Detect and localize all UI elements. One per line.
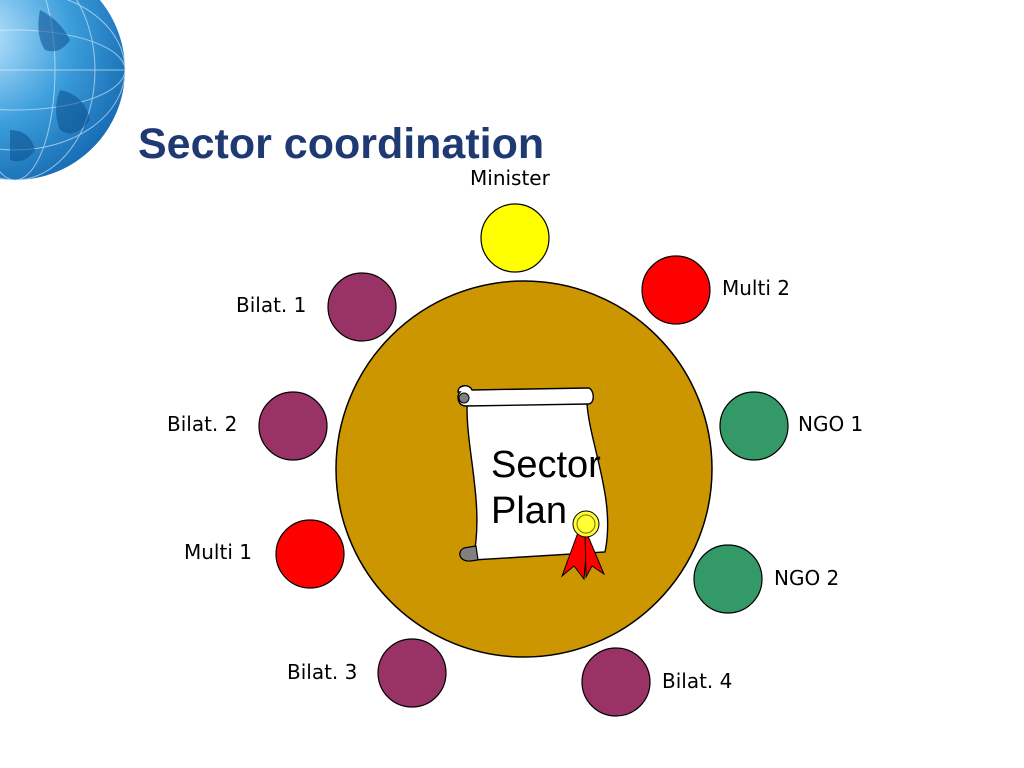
seat-ngo-1[interactable]	[719, 391, 789, 461]
sector-plan-line1: Sector	[491, 444, 601, 486]
label-multi-1: Multi 1	[184, 540, 252, 564]
seat-multi-1[interactable]	[275, 519, 345, 589]
sector-plan-line2: Plan	[491, 490, 567, 532]
slide-title: Sector coordination	[138, 120, 545, 168]
label-bilat-4: Bilat. 4	[662, 669, 732, 693]
seat-bilat-2[interactable]	[258, 391, 328, 461]
label-minister: Minister	[470, 166, 551, 190]
scroll-icon	[457, 385, 609, 562]
award-ribbon-icon	[560, 510, 606, 581]
seat-bilat-1[interactable]	[327, 272, 397, 342]
label-bilat-2: Bilat. 2	[167, 412, 237, 436]
label-multi-2: Multi 2	[722, 276, 790, 300]
seat-bilat-4[interactable]	[581, 647, 651, 717]
label-ngo-2: NGO 2	[774, 566, 839, 590]
seat-bilat-3[interactable]	[377, 638, 447, 708]
label-ngo-1: NGO 1	[798, 412, 863, 436]
label-bilat-3: Bilat. 3	[287, 660, 357, 684]
seat-minister[interactable]	[480, 203, 550, 273]
globe-icon	[0, 0, 126, 181]
seat-multi-2[interactable]	[641, 255, 711, 325]
seat-ngo-2[interactable]	[693, 544, 763, 614]
label-bilat-1: Bilat. 1	[236, 293, 306, 317]
